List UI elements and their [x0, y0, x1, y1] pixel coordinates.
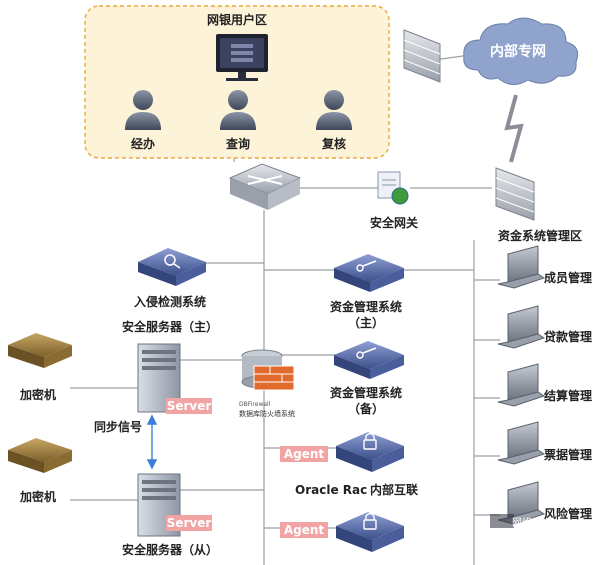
internal-network-label: 内部专网: [490, 43, 546, 60]
server-backup-label: 安全服务器（从）: [122, 542, 218, 557]
switch-icon: [228, 163, 302, 210]
fund-main-line2: （主）: [348, 315, 384, 330]
agent-tag-2: [280, 522, 328, 538]
fund-main-device-icon: [334, 254, 404, 292]
fund-backup-line1: 资金管理系统: [330, 385, 402, 400]
server-tag-main-text: Server: [167, 399, 212, 413]
monitor-icon: [216, 34, 268, 81]
module-label-risk: 风险管理: [544, 506, 592, 521]
user-label-handler: 经办: [131, 136, 155, 151]
oracle-node-icon: [336, 432, 404, 472]
firewall-icon: [495, 167, 535, 221]
laptop-icon: [497, 363, 546, 407]
agent-tag-1-text: Agent: [284, 447, 325, 461]
server-backup-icon: [137, 473, 181, 537]
sync-arrow-icon: [146, 414, 158, 470]
module-label-bills: 票据管理: [544, 447, 592, 462]
zone-box: [84, 5, 390, 159]
gateway-label: 安全网关: [370, 215, 418, 230]
watermark-text: 网络: [512, 516, 532, 529]
user-avatar-icon: [125, 90, 161, 130]
fund-main-line1: 资金管理系统: [330, 299, 402, 314]
dbfirewall-en-label: DBFirewall: [239, 401, 271, 408]
dbfirewall-cn-label: 数据库防火墙系统: [239, 409, 295, 418]
db-firewall-icon: [241, 349, 295, 391]
user-avatar-icon: [316, 90, 352, 130]
user-avatar-icon: [220, 90, 256, 130]
agent-tag-2-text: Agent: [284, 523, 325, 537]
wireless-link-icon: [504, 94, 524, 163]
user-label-review: 复核: [321, 136, 346, 151]
agent-tag-1: [280, 446, 328, 462]
oracle-node-icon: [336, 512, 404, 552]
server-main-label: 安全服务器（主）: [122, 319, 218, 334]
ids-device-icon: [138, 248, 206, 286]
interconnect-label: 内部互联: [370, 482, 418, 497]
fund-zone-title: 资金系统管理区: [498, 228, 582, 243]
encryption-device-icon: [8, 438, 72, 473]
module-label-loans: 贷款管理: [544, 329, 592, 344]
sync-signal-label: 同步信号: [94, 419, 142, 434]
server-tag-main: [166, 398, 212, 414]
laptop-icon: [497, 305, 546, 349]
module-label-settlement: 结算管理: [544, 388, 592, 403]
firewall-icon: [403, 29, 441, 83]
fund-backup-line2: （备）: [348, 401, 384, 416]
laptop-icon: [497, 421, 546, 465]
encryption-device-icon: [8, 333, 72, 368]
encryption-label-2: 加密机: [19, 489, 56, 504]
fund-backup-device-icon: [334, 341, 404, 379]
user-label-query: 查询: [225, 136, 250, 151]
zone-title: 网银用户区: [207, 12, 267, 27]
cloud-icon: [463, 17, 579, 85]
server-tag-backup-text: Server: [167, 516, 212, 530]
oracle-rac-label: Oracle Rac: [295, 483, 367, 497]
module-label-members: 成员管理: [544, 270, 592, 285]
server-tag-backup: [166, 515, 212, 531]
bank-user-zone: 网银用户区 经办 查询 复核: [84, 5, 390, 159]
ids-label: 入侵检测系统: [134, 294, 206, 309]
watermark-logo-icon: [490, 514, 514, 528]
encryption-label-1: 加密机: [19, 387, 56, 402]
laptop-icon: [497, 245, 546, 289]
gateway-icon: [377, 171, 409, 205]
